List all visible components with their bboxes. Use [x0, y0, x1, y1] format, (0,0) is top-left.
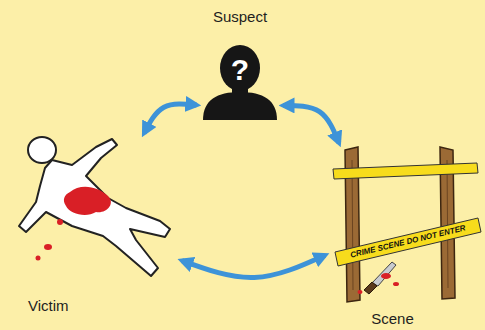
crime-scene: [333, 147, 481, 302]
blood-drop: [381, 273, 391, 279]
knife-blade: [372, 262, 396, 286]
node-label: Victim: [28, 297, 108, 315]
knife-handle: [364, 282, 377, 294]
node-label: Suspect: [200, 8, 280, 26]
blood-stain: [64, 187, 111, 215]
wood-grain: [447, 160, 448, 288]
blood-drop: [358, 290, 363, 294]
victim-outline: [19, 137, 170, 276]
head-outline: [28, 137, 56, 163]
wood-grain: [352, 160, 353, 290]
double-arrow: [144, 104, 196, 133]
illustration-node: Scene: [335, 145, 480, 328]
double-arrow: [283, 105, 339, 142]
node-label: Scene: [365, 310, 420, 328]
police-tape: [335, 218, 481, 266]
tape-text: CRIME SCENE DO NOT ENTER: [350, 224, 467, 259]
silhouette-head: [220, 45, 260, 91]
police-tape: [333, 163, 478, 179]
suspect-silhouette: [203, 45, 277, 120]
illustration-node: Victim: [15, 135, 172, 315]
question-mark: ?: [231, 55, 249, 85]
silhouette-body: [203, 92, 277, 120]
double-arrow: [182, 255, 325, 277]
blood-drop: [57, 219, 63, 225]
blood-drop: [393, 282, 399, 286]
blood-drop: [36, 256, 41, 261]
blood-drop: [44, 244, 52, 250]
